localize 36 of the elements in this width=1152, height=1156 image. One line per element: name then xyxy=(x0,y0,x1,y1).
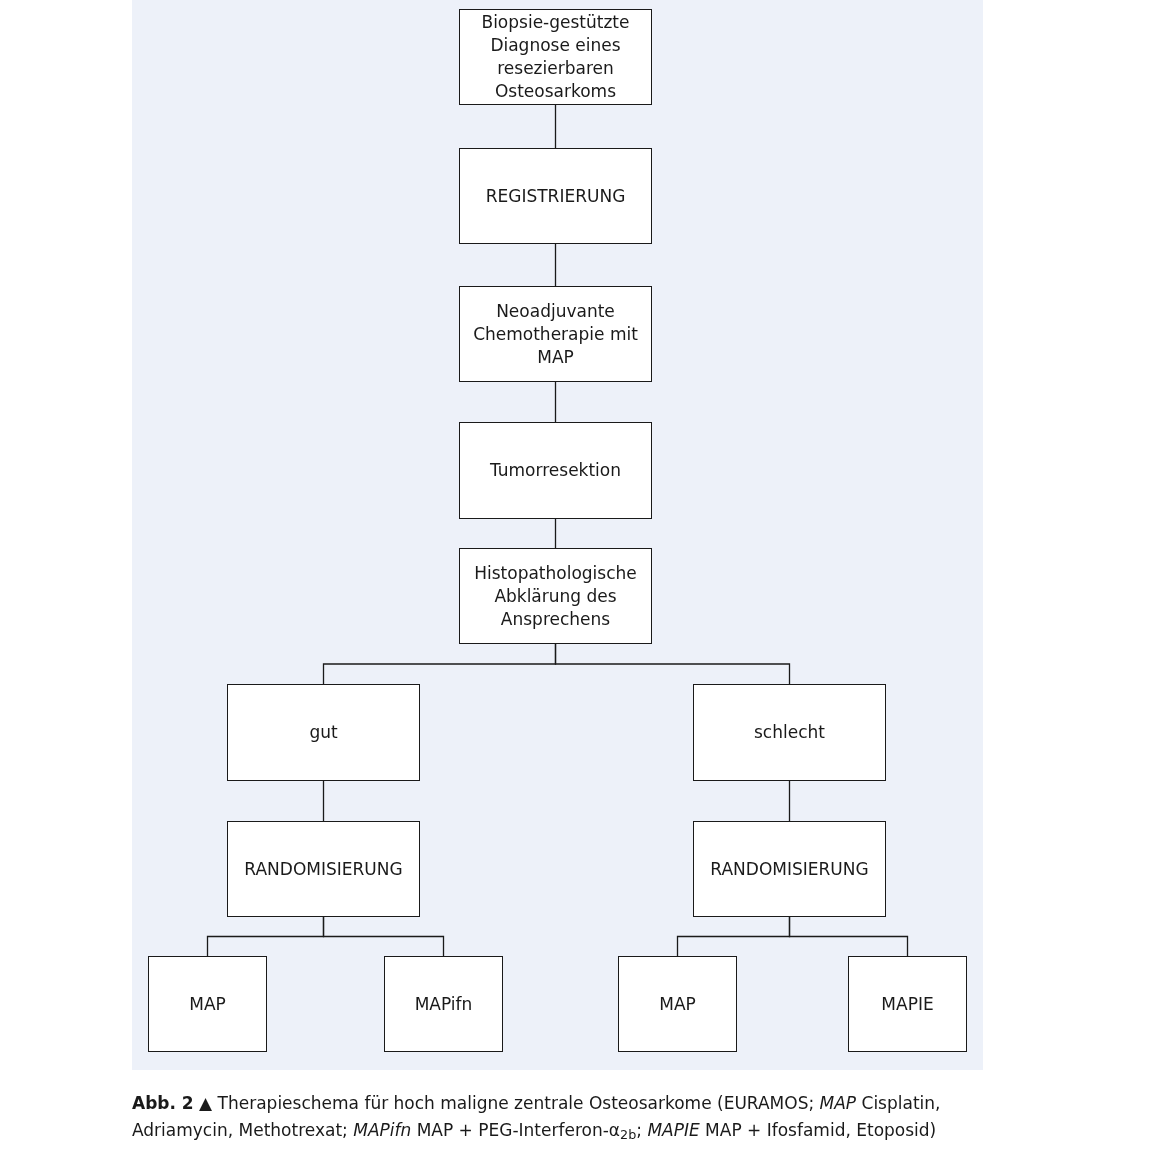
connector-line xyxy=(554,104,557,149)
box-label: MAP xyxy=(659,992,696,1016)
process-box xyxy=(459,9,652,105)
connector-line xyxy=(788,780,791,822)
process-box xyxy=(693,821,886,917)
box-label: Biopsie-gestützte Diagnose eines resezierbaren Osteosarkoms xyxy=(480,11,631,103)
process-box xyxy=(148,956,267,1052)
box-label: Tumorresektion xyxy=(490,459,621,482)
connector-line xyxy=(554,643,791,685)
box-label: REGISTRIERUNG xyxy=(485,184,626,208)
box-label: MAPIE xyxy=(881,992,934,1016)
process-box xyxy=(384,956,503,1052)
connector-line xyxy=(554,518,557,549)
figure-caption: Abb. 2 ▲ Therapieschema für hoch maligne zentrale Osteosarkome (EURAMOS; MAP Cisplatin, Adriamycin, Methotrexat; MAPifn MAP + PEG-Interferon-α$_{2b}$; MAPIE MAP + Ifosfamid, Etoposid) xyxy=(132,1092,942,1144)
connector-line xyxy=(322,916,445,957)
process-box xyxy=(693,684,886,781)
box-label: gut xyxy=(309,721,338,744)
connector-line xyxy=(322,780,325,822)
box-label: MAPifn xyxy=(414,992,473,1016)
connector-line xyxy=(554,243,557,287)
process-box xyxy=(459,548,652,644)
connector-line xyxy=(788,916,909,957)
box-label: RANDOMISIERUNG xyxy=(244,857,403,881)
connector-line xyxy=(554,381,557,423)
box-label: RANDOMISIERUNG xyxy=(710,857,869,881)
process-box xyxy=(618,956,737,1052)
box-label: schlecht xyxy=(754,721,825,744)
process-box xyxy=(848,956,967,1052)
process-box xyxy=(227,684,420,781)
box-label: MAP xyxy=(189,992,226,1016)
process-box xyxy=(459,148,652,244)
process-box xyxy=(459,422,652,519)
process-box xyxy=(227,821,420,917)
box-label: Histopathologische Abklärung des Ansprechens xyxy=(473,561,638,631)
box-label: Neoadjuvante Chemotherapie mit MAP xyxy=(472,299,639,369)
process-box xyxy=(459,286,652,382)
